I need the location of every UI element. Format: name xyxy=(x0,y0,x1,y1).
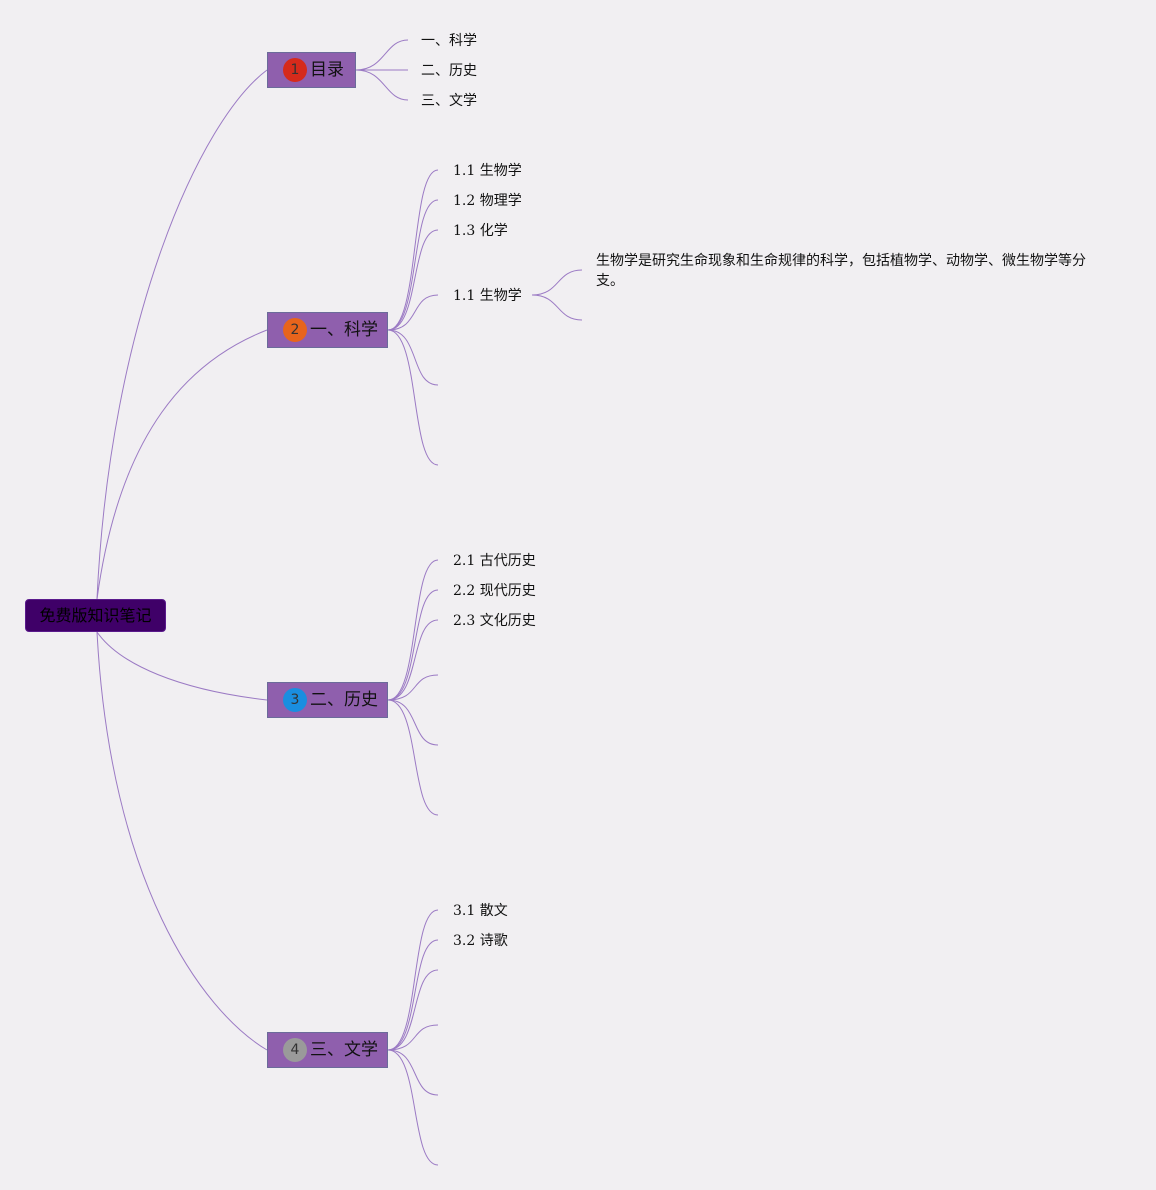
link-b2-leaf-3 xyxy=(387,229,439,331)
leaf-node[interactable]: 一、科学 xyxy=(421,33,477,49)
leaf-node[interactable]: 1.1 生物学 xyxy=(453,288,522,304)
branch-label: 目录 xyxy=(310,60,344,80)
branch-label: 三、文学 xyxy=(310,1040,378,1060)
link-b4-leaf-6 xyxy=(387,1049,439,1166)
leaf-node[interactable]: 3.2 诗歌 xyxy=(453,933,508,949)
link-b4-leaf-5 xyxy=(387,1049,439,1096)
root-node-label: 免费版知识笔记 xyxy=(39,606,152,625)
leaf-node[interactable]: 1.2 物理学 xyxy=(453,193,522,209)
link-b3-leaf-6 xyxy=(387,699,439,816)
link-b3-leaf-3 xyxy=(387,619,439,701)
leaf-node[interactable]: 二、历史 xyxy=(421,63,477,79)
link-b2-leaf-2 xyxy=(387,199,439,331)
link-root-branch-3 xyxy=(96,631,268,701)
link-b2-leaf-1 xyxy=(387,169,439,331)
link-b4-leaf-3 xyxy=(387,969,439,1051)
link-root-branch-2 xyxy=(96,329,268,600)
link-b4-leaf-1 xyxy=(387,909,439,1051)
leaf-node[interactable]: 三、文学 xyxy=(421,93,477,109)
link-b1-leaf-1 xyxy=(355,39,409,71)
link-b2-leaf-4 xyxy=(387,294,439,331)
link-b4-leaf-4 xyxy=(387,1024,439,1051)
leaf-node[interactable]: 2.3 文化历史 xyxy=(453,613,536,629)
branch-node-science[interactable]: 2 一、科学 xyxy=(267,312,388,348)
link-b3-leaf-5 xyxy=(387,699,439,746)
leaf-node[interactable]: 3.1 散文 xyxy=(453,903,508,919)
leaf-node[interactable]: 2.2 现代历史 xyxy=(453,583,536,599)
number-badge-3: 3 xyxy=(283,688,307,712)
link-b3-leaf-2 xyxy=(387,589,439,701)
link-b4-leaf-2 xyxy=(387,939,439,1051)
branch-label: 二、历史 xyxy=(310,690,378,710)
link-b2-leaf-6 xyxy=(387,329,439,466)
leaf-node[interactable]: 2.1 古代历史 xyxy=(453,553,536,569)
detail-note[interactable]: 生物学是研究生命现象和生命规律的科学，包括植物学、动物学、微生物学等分支。 xyxy=(596,253,1086,289)
root-node[interactable]: 免费版知识笔记 xyxy=(25,599,166,632)
link-b2-detail-2 xyxy=(531,294,583,321)
branch-node-literature[interactable]: 4 三、文学 xyxy=(267,1032,388,1068)
branch-node-contents[interactable]: 1 目录 xyxy=(267,52,356,88)
link-b2-leaf-5 xyxy=(387,329,439,386)
number-badge-4: 4 xyxy=(283,1038,307,1062)
link-root-branch-1 xyxy=(96,69,268,600)
leaf-node[interactable]: 1.1 生物学 xyxy=(453,163,522,179)
number-badge-2: 2 xyxy=(283,318,307,342)
branch-label: 一、科学 xyxy=(310,320,378,340)
link-b2-detail-1 xyxy=(531,269,583,296)
branch-node-history[interactable]: 3 二、历史 xyxy=(267,682,388,718)
link-b3-leaf-4 xyxy=(387,674,439,701)
link-b1-leaf-3 xyxy=(355,69,409,101)
number-badge-1: 1 xyxy=(283,58,307,82)
link-root-branch-4 xyxy=(96,631,268,1051)
leaf-node[interactable]: 1.3 化学 xyxy=(453,223,508,239)
link-b3-leaf-1 xyxy=(387,559,439,701)
